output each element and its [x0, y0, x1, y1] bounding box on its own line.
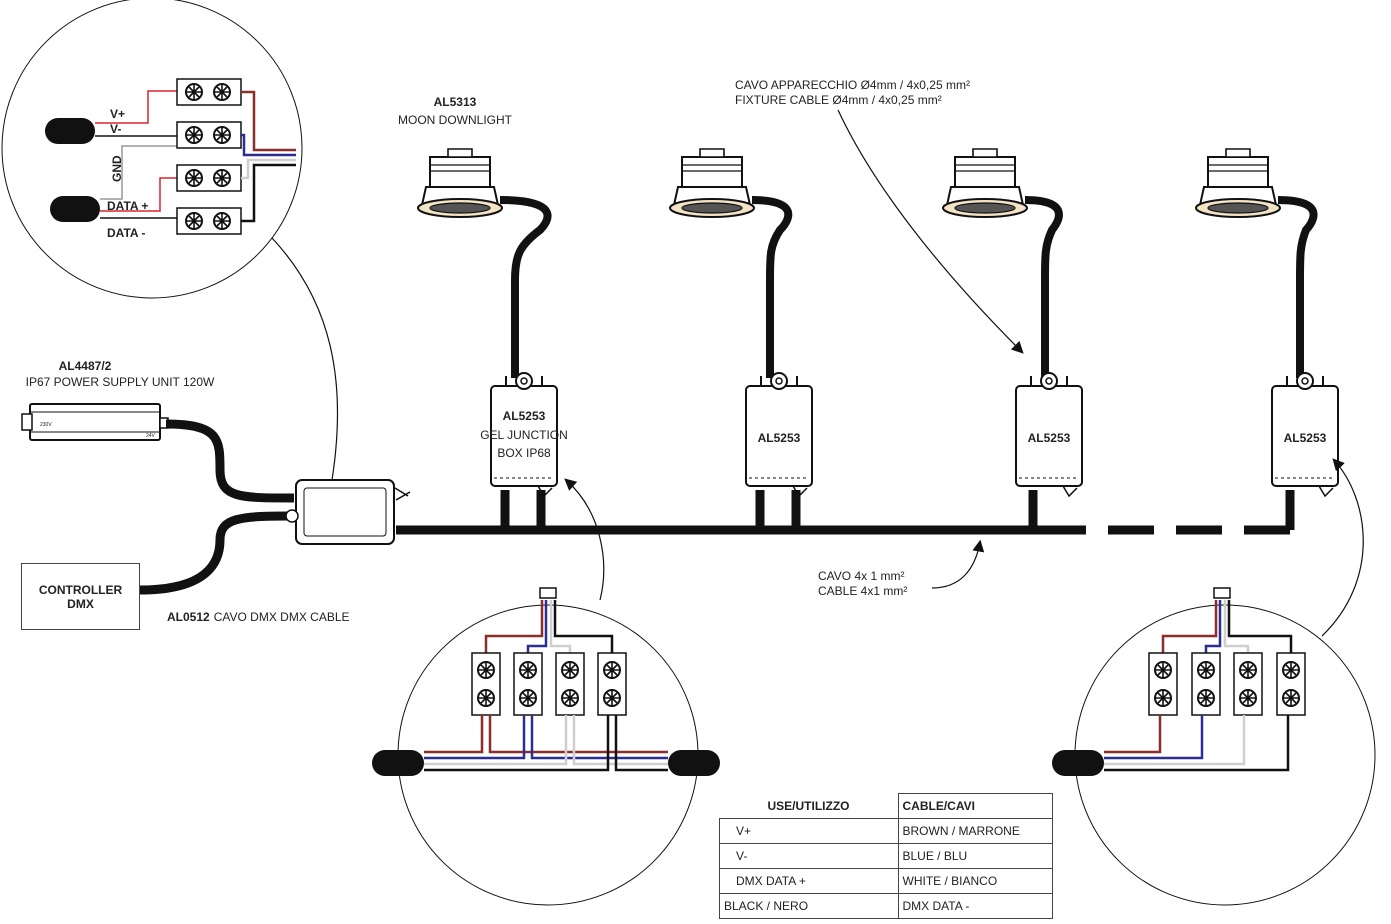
terminal-blocks-middle [471, 652, 627, 716]
fixture-cable-line1: CAVO APPARECCHIO Ø4mm / 4x0,25 mm² [735, 78, 970, 92]
legend-header-cable: CABLE/CAVI [897, 793, 1053, 819]
legend-header-use: USE/UTILIZZO [719, 793, 899, 819]
dmx-cable-end [50, 196, 100, 222]
callout-arrow-power [271, 237, 339, 495]
legend-cable: BLUE / BLU [897, 843, 1053, 869]
legend-row: V- BLUE / BLU [719, 843, 1053, 869]
junction-box-name-line2: BOX IP68 [497, 446, 551, 460]
power-supply: 230V 24V [21, 403, 169, 441]
junction-box-2-code: AL5253 [758, 431, 801, 445]
downlight-3 [942, 148, 1063, 378]
fixture-cable-line2: FIXTURE CABLE Ø4mm / 4x0,25 mm² [735, 93, 942, 107]
wire-legend-table: USE/UTILIZZO CABLE/CAVI V+ BROWN / MARRO… [719, 793, 1053, 919]
junction-box-3-code: AL5253 [1028, 431, 1071, 445]
downlight-2 [669, 148, 793, 378]
legend-header-row: USE/UTILIZZO CABLE/CAVI [719, 793, 1053, 819]
callout-arrow-middle [564, 478, 605, 601]
dmx-cable-label: AL0512 CAVO DMX DMX CABLE [167, 610, 350, 624]
legend-use: BLACK / NERO [719, 893, 899, 919]
downlight-4 [1195, 148, 1318, 378]
label-gnd: GND [110, 155, 124, 182]
callout-arrow-end [1321, 458, 1364, 637]
callout-arrow-fixture-cable [837, 109, 1024, 354]
junction-box-code: AL5253 [503, 409, 546, 423]
legend-use: V+ [719, 818, 899, 844]
legend-use: DMX DATA + [719, 868, 899, 894]
detail-circle-junction-middle [372, 587, 720, 906]
junction-box-name-line1: GEL JUNCTION [480, 428, 568, 442]
callout-arrow-main-cable [931, 539, 985, 589]
main-connector [285, 479, 411, 545]
label-data-plus: DATA + [107, 199, 148, 213]
terminal-blocks-end [1148, 652, 1306, 716]
label-vminus: V- [110, 122, 121, 136]
legend-cable: DMX DATA - [897, 893, 1053, 919]
controller-line1: CONTROLLER [38, 582, 123, 597]
detail-circle-power: V+ V- GND DATA + DATA - [1, 0, 303, 299]
legend-row: DMX DATA + WHITE / BIANCO [719, 868, 1053, 894]
label-vplus: V+ [110, 107, 125, 121]
downlight-code: AL5313 [434, 95, 477, 109]
dmx-cable-text: CAVO DMX DMX CABLE [214, 610, 350, 624]
downlight-1 [417, 148, 552, 378]
power-cable [165, 419, 295, 503]
label-data-minus: DATA - [107, 226, 145, 240]
controller-line2: DMX [67, 596, 94, 611]
power-cable-end [45, 118, 95, 144]
dmx-cable [139, 511, 291, 595]
legend-row: BLACK / NERO DMX DATA - [719, 893, 1053, 919]
controller-dmx-box: CONTROLLER DMX [21, 563, 140, 630]
junction-box-4-code: AL5253 [1284, 431, 1327, 445]
power-supply-in-label: 230V [40, 422, 52, 428]
terminal-block [176, 78, 242, 235]
detail-circle-junction-end [1052, 587, 1376, 906]
legend-use: V- [719, 843, 899, 869]
main-cable-line1: CAVO 4x 1 mm² [818, 569, 904, 583]
legend-row: V+ BROWN / MARRONE [719, 818, 1053, 844]
downlight-name: MOON DOWNLIGHT [398, 113, 513, 127]
legend-cable: BROWN / MARRONE [897, 818, 1053, 844]
legend-cable: WHITE / BIANCO [897, 868, 1053, 894]
power-supply-code: AL4487/2 [59, 359, 112, 373]
power-supply-name: IP67 POWER SUPPLY UNIT 120W [26, 375, 215, 389]
power-supply-out-label: 24V [146, 433, 156, 439]
main-cable-line2: CABLE 4x1 mm² [818, 584, 907, 598]
dmx-cable-code: AL0512 [167, 610, 210, 624]
